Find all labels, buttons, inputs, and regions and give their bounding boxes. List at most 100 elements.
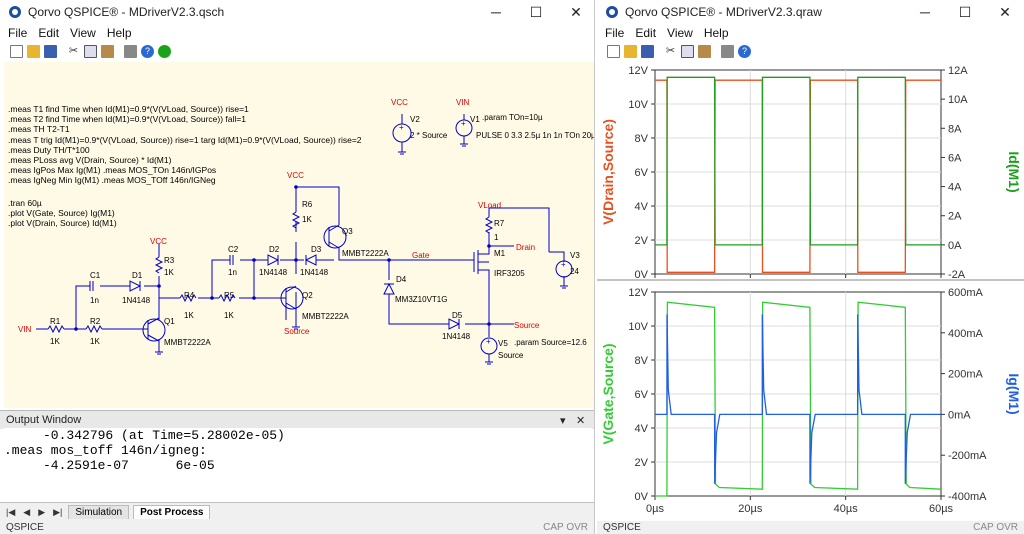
y-tick-label: 6V [635, 167, 649, 179]
svg-text:C2: C2 [228, 245, 239, 254]
minimize-button[interactable]: ─ [491, 4, 501, 20]
svg-text:VIN: VIN [18, 325, 32, 334]
svg-text:D4: D4 [396, 275, 407, 284]
svg-text:C1: C1 [90, 271, 101, 280]
tab-post-process[interactable]: Post Process [133, 505, 211, 519]
meas-directive: .meas IgPos Max Ig(M1) .meas MOS_TOn 146… [8, 165, 216, 175]
new-file-icon[interactable] [607, 44, 620, 58]
svg-text:V1: V1 [470, 115, 480, 124]
paste-icon[interactable] [101, 44, 114, 58]
open-file-icon[interactable] [624, 44, 637, 58]
y2-tick-label: 0mA [948, 409, 971, 421]
y2-tick-label: 600mA [948, 287, 984, 299]
menu-edit[interactable]: Edit [635, 26, 657, 40]
y-tick-label: 2V [635, 235, 649, 247]
output-line: .meas mos_toff 146n/igneg: [4, 443, 207, 458]
tab-last-icon[interactable]: ▶| [53, 506, 63, 517]
svg-text:1N4148: 1N4148 [259, 268, 288, 277]
tab-first-icon[interactable]: |◀ [6, 506, 16, 517]
svg-text:R1: R1 [50, 317, 61, 326]
svg-text:D3: D3 [311, 245, 322, 254]
help-icon[interactable]: ? [141, 44, 154, 58]
menu-view[interactable]: View [667, 26, 693, 40]
output-window-header: Output Window ▾ ✕ [0, 410, 594, 429]
svg-text:VCC: VCC [391, 98, 408, 107]
open-file-icon[interactable] [27, 44, 40, 58]
y2-tick-label: 6A [948, 152, 962, 164]
save-icon[interactable] [641, 44, 654, 58]
y2-tick-label: 4A [948, 182, 962, 194]
svg-text:IRF3205: IRF3205 [494, 269, 525, 278]
output-window-title: Output Window [6, 414, 82, 426]
y-tick-label: 8V [635, 355, 649, 367]
tab-simulation[interactable]: Simulation [68, 505, 130, 519]
meas-directive: .meas Duty TH/T*100 [8, 145, 90, 155]
svg-text:1N4148: 1N4148 [442, 332, 471, 341]
tab-prev-icon[interactable]: ◀ [23, 506, 31, 517]
schematic-canvas[interactable]: .meas T1 find Time when Id(M1)=0.9*(V(VL… [4, 62, 594, 408]
print-icon[interactable] [124, 44, 137, 58]
close-button[interactable]: ✕ [570, 3, 582, 20]
y2-tick-label: 10A [948, 94, 968, 106]
print-icon[interactable] [721, 44, 734, 58]
svg-text:1n: 1n [90, 296, 99, 305]
output-line: -4.2591e-07 6e-05 [4, 458, 215, 473]
svg-text:1K: 1K [164, 268, 174, 277]
svg-text:Source: Source [514, 321, 540, 330]
svg-text:Q1: Q1 [164, 317, 175, 326]
run-simulation-icon[interactable] [158, 44, 171, 58]
status-indicators: CAP OVR [973, 522, 1018, 533]
menu-view[interactable]: View [70, 26, 96, 40]
minimize-button[interactable]: ─ [920, 4, 930, 20]
output-dropdown-icon[interactable]: ▾ [560, 414, 566, 427]
svg-text:24: 24 [570, 267, 579, 276]
menu-file[interactable]: File [8, 26, 28, 40]
junction-dots [74, 185, 491, 331]
svg-text:2 * Source: 2 * Source [410, 131, 448, 140]
cut-icon[interactable]: ✂ [665, 44, 676, 57]
menu-edit[interactable]: Edit [38, 26, 60, 40]
svg-text:Drain: Drain [516, 243, 535, 252]
svg-text:D2: D2 [269, 245, 280, 254]
tab-next-icon[interactable]: ▶ [38, 506, 46, 517]
maximize-button[interactable]: ☐ [529, 3, 543, 20]
x-tick-label: 60µs [929, 503, 954, 515]
svg-text:1N4148: 1N4148 [300, 268, 329, 277]
y2-tick-label: -400mA [948, 491, 987, 503]
y2-axis-label: Ig(M1) [1006, 373, 1022, 414]
output-close-icon[interactable]: ✕ [576, 414, 586, 427]
help-icon[interactable]: ? [738, 44, 751, 58]
maximize-button[interactable]: ☐ [958, 3, 972, 20]
svg-text:MMBT2222A: MMBT2222A [302, 312, 349, 321]
y-tick-label: 4V [635, 423, 649, 435]
schematic-wires [36, 114, 565, 362]
y-tick-label: 12V [628, 65, 648, 77]
new-file-icon[interactable] [10, 44, 23, 58]
svg-text:Gate: Gate [412, 251, 430, 260]
cut-icon[interactable]: ✂ [68, 44, 79, 57]
menu-file[interactable]: File [605, 26, 625, 40]
close-button[interactable]: ✕ [999, 3, 1011, 20]
svg-text:+: + [399, 123, 404, 132]
paste-icon[interactable] [698, 44, 711, 58]
tab-bar: |◀ ◀ ▶ ▶| Simulation Post Process [0, 502, 594, 521]
component-labels: R1 1K R2 1K C1 1n D1 1N4148 R3 1K Q1 MMB… [50, 113, 594, 360]
svg-text:MM3Z10VT1G: MM3Z10VT1G [395, 295, 447, 304]
y-axis-label: V(Gate,Source) [600, 343, 616, 444]
menu-help[interactable]: Help [703, 26, 729, 40]
svg-text:1K: 1K [302, 215, 312, 224]
menu-help[interactable]: Help [106, 26, 132, 40]
menu-bar: File Edit View Help [0, 24, 594, 42]
svg-text:MMBT2222A: MMBT2222A [342, 249, 389, 258]
svg-text:VCC: VCC [287, 171, 304, 180]
svg-text:M1: M1 [494, 249, 506, 258]
svg-text:Source: Source [498, 351, 524, 360]
copy-icon[interactable] [681, 44, 694, 58]
svg-text:D1: D1 [132, 271, 143, 280]
toolbar: ✂ ? [0, 42, 594, 60]
waveform-window: Qorvo QSPICE® - MDriverV2.3.qraw ─ ☐ ✕ F… [597, 0, 1024, 534]
y2-tick-label: 200mA [948, 369, 984, 381]
copy-icon[interactable] [84, 44, 97, 58]
save-icon[interactable] [44, 44, 57, 58]
